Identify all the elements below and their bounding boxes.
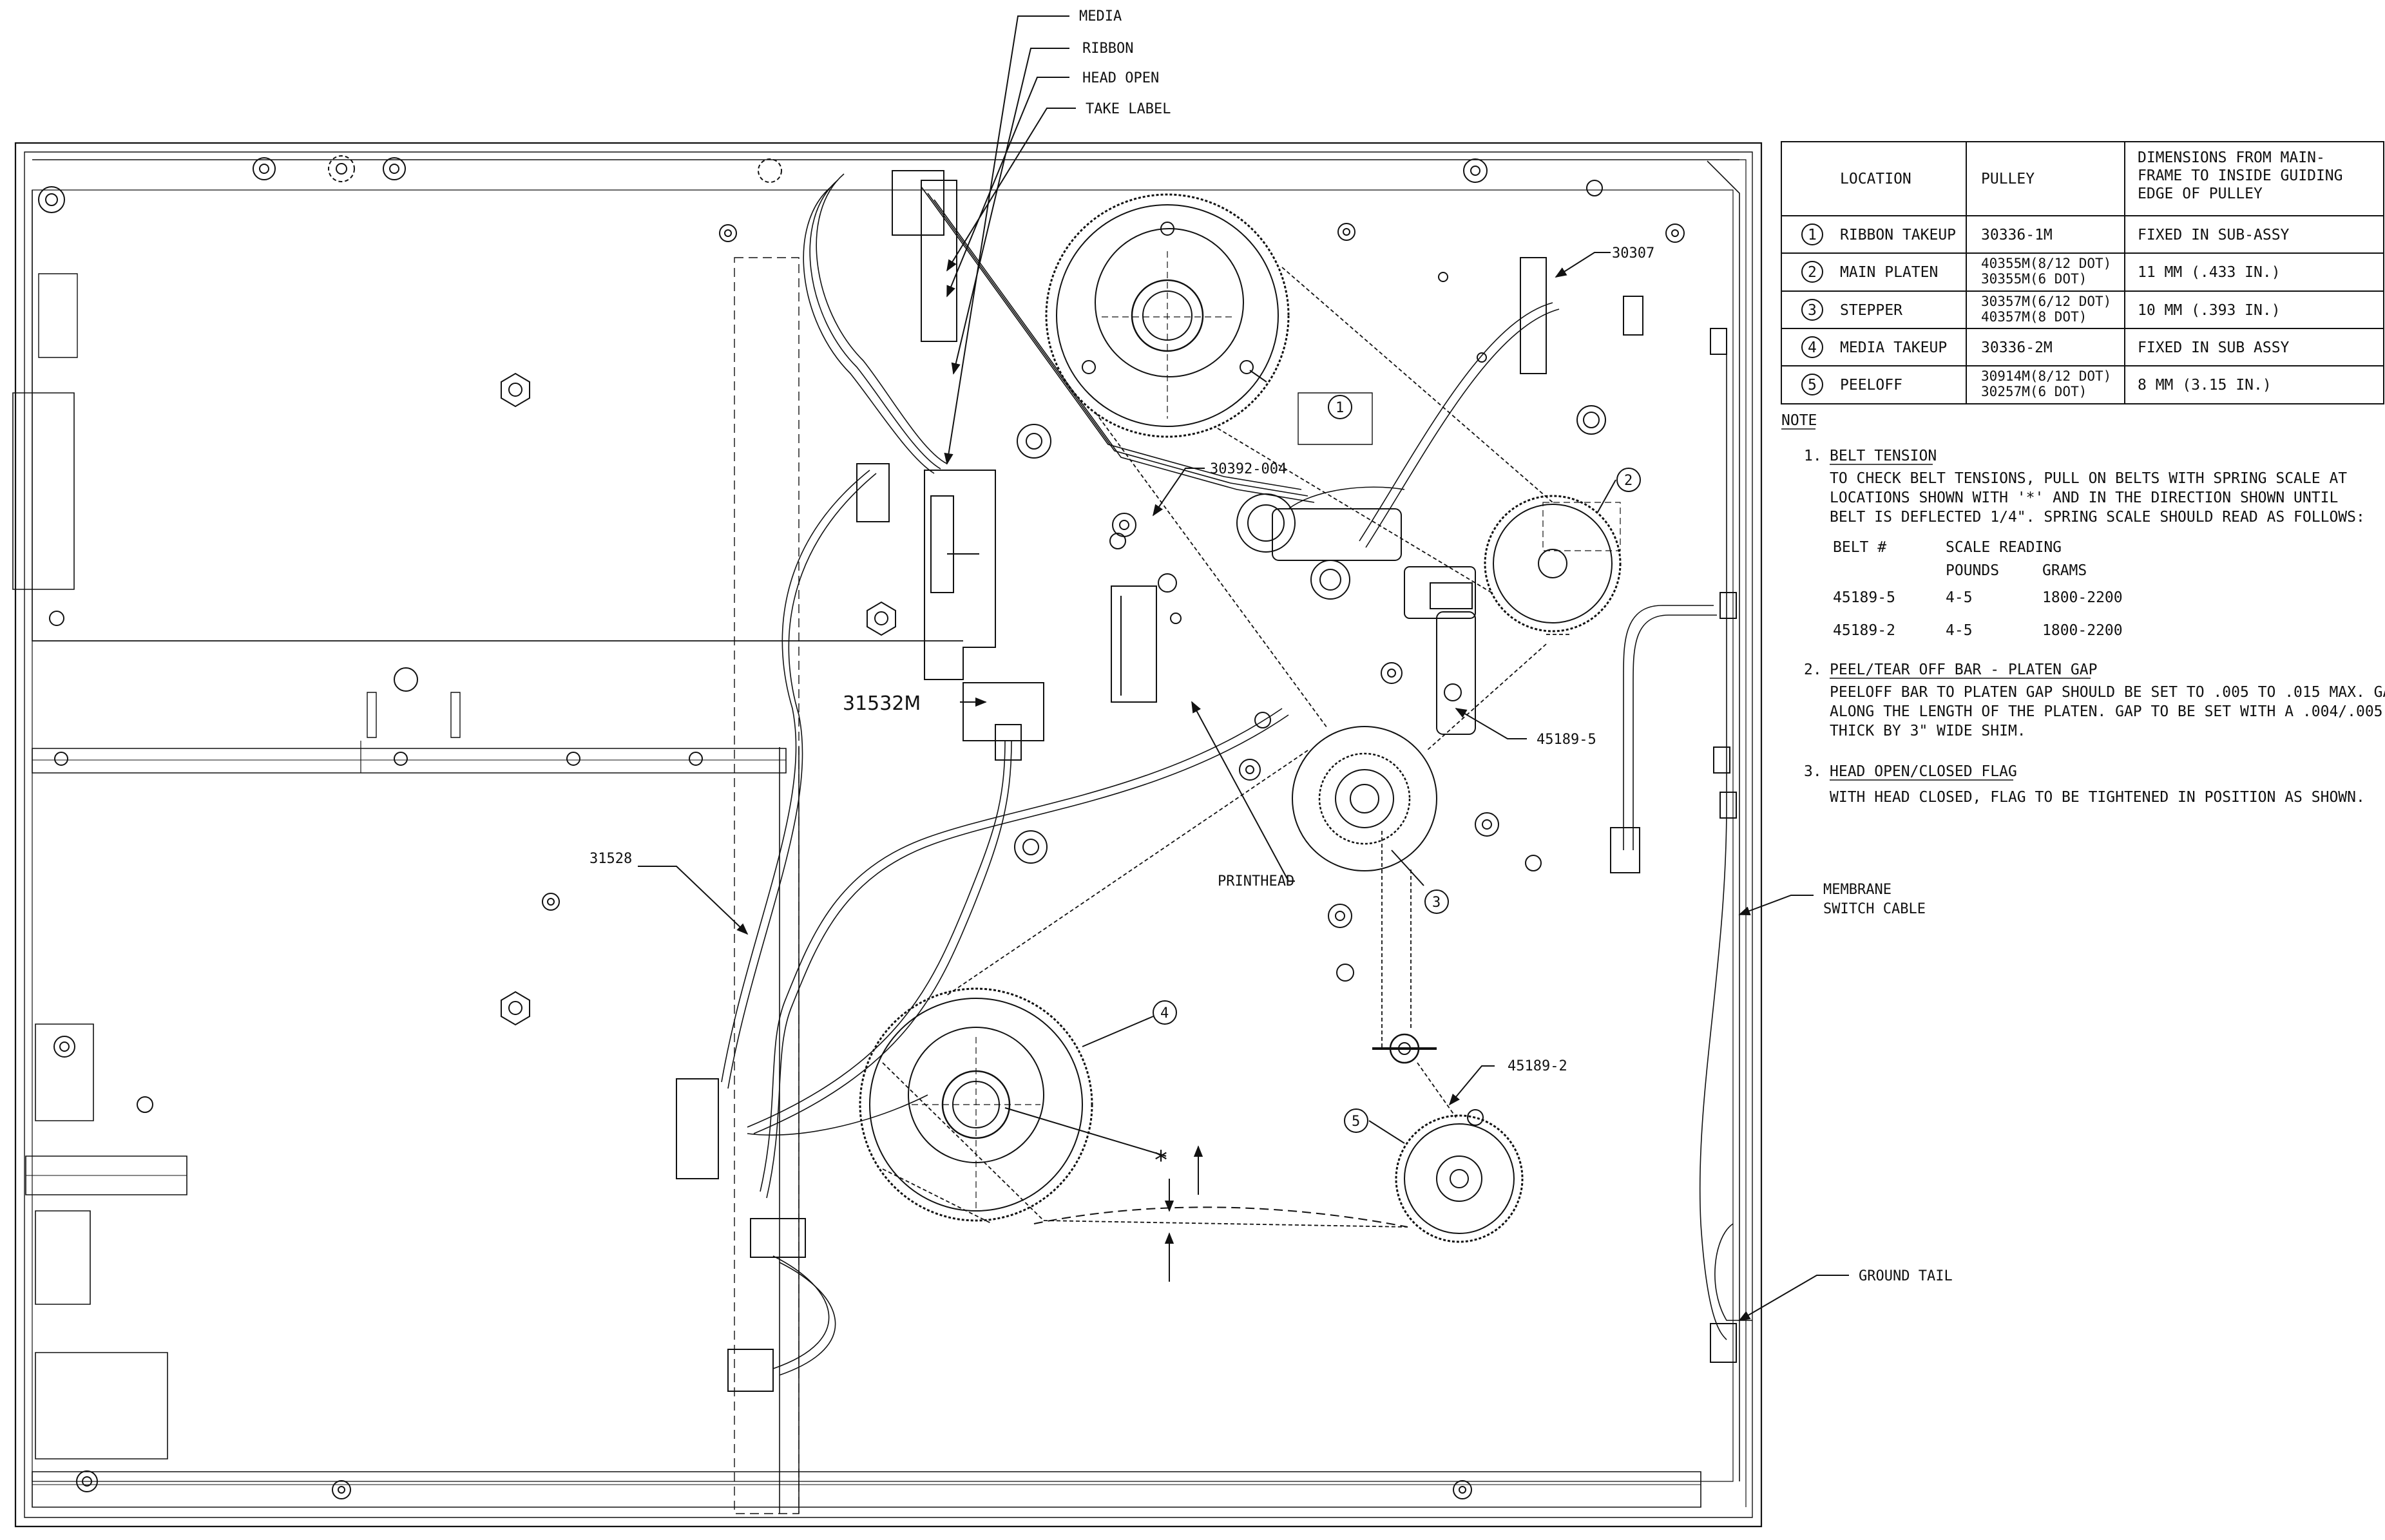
note-1-line: LOCATIONS SHOWN WITH '*' AND IN THE DIRE… xyxy=(1830,490,2338,506)
svg-text:30355M(6 DOT): 30355M(6 DOT) xyxy=(1981,271,2087,287)
table-row: 2 MAIN PLATEN 40355M(8/12 DOT) 30355M(6 … xyxy=(1802,256,2281,287)
svg-text:RIBBON TAKEUP: RIBBON TAKEUP xyxy=(1840,227,1956,243)
svg-text:MEDIA TAKEUP: MEDIA TAKEUP xyxy=(1840,339,1947,356)
table-header-location: LOCATION xyxy=(1840,171,1911,187)
svg-text:POUNDS: POUNDS xyxy=(1946,562,1999,579)
notes-heading: NOTE xyxy=(1781,412,1817,429)
label-30307: 30307 xyxy=(1612,245,1654,261)
svg-text:10 MM (.393 IN.): 10 MM (.393 IN.) xyxy=(2138,302,2281,319)
table-header-dim-3: EDGE OF PULLEY xyxy=(2138,185,2263,202)
svg-text:4-5: 4-5 xyxy=(1946,589,1973,606)
svg-text:5: 5 xyxy=(1808,377,1817,394)
note-1-title: BELT TENSION xyxy=(1830,448,1937,464)
label-45189-5: 45189-5 xyxy=(1537,732,1596,748)
svg-text:4: 4 xyxy=(1160,1005,1169,1022)
svg-text:3: 3 xyxy=(1808,302,1817,319)
label-45189-2: 45189-2 xyxy=(1508,1058,1567,1074)
svg-text:45189-5: 45189-5 xyxy=(1833,589,1895,606)
svg-text:PEELOFF: PEELOFF xyxy=(1840,377,1902,394)
callout-1: 1 xyxy=(1328,395,1352,419)
svg-text:1800-2200: 1800-2200 xyxy=(2042,622,2123,639)
note-2-title: PEEL/TEAR OFF BAR - PLATEN GAP xyxy=(1830,661,2097,678)
svg-text:11 MM (.433 IN.): 11 MM (.433 IN.) xyxy=(2138,264,2281,281)
sensor-labels: MEDIA RIBBON HEAD OPEN TAKE LABEL xyxy=(1079,8,1171,117)
svg-text:3: 3 xyxy=(1432,895,1441,911)
label-31532m: 31532M xyxy=(843,692,921,715)
table-row: 4 MEDIA TAKEUP 30336-2M FIXED IN SUB ASS… xyxy=(1802,337,2290,357)
svg-text:30357M(6/12 DOT): 30357M(6/12 DOT) xyxy=(1981,294,2111,309)
belt-tension-table: BELT # SCALE READING POUNDS GRAMS 45189-… xyxy=(1833,539,2123,639)
note-2-line: PEELOFF BAR TO PLATEN GAP SHOULD BE SET … xyxy=(1830,684,2385,701)
note-3-line: WITH HEAD CLOSED, FLAG TO BE TIGHTENED I… xyxy=(1830,789,2365,806)
svg-text:1: 1 xyxy=(1808,227,1817,243)
note-2-line: ALONG THE LENGTH OF THE PLATEN. GAP TO B… xyxy=(1830,703,2383,720)
svg-text:1800-2200: 1800-2200 xyxy=(2042,589,2123,606)
part-labels: 30307 30392-004 31532M 31528 PRINTHEAD 4… xyxy=(589,245,1953,1284)
table-header-dim-1: DIMENSIONS FROM MAIN- xyxy=(2138,149,2325,166)
note-3-number: 3. xyxy=(1804,763,1822,780)
label-take-label: TAKE LABEL xyxy=(1086,101,1171,117)
note-2-number: 2. xyxy=(1804,661,1822,678)
brackets xyxy=(676,171,1736,1391)
svg-text:40357M(8 DOT): 40357M(8 DOT) xyxy=(1981,309,2087,325)
svg-text:30336-2M: 30336-2M xyxy=(1981,339,2053,356)
note-2-line: THICK BY 3" WIDE SHIM. xyxy=(1830,723,2026,739)
cables xyxy=(722,174,1752,1375)
notes: NOTE 1. BELT TENSION TO CHECK BELT TENSI… xyxy=(1781,412,2385,806)
note-1-line: BELT IS DEFLECTED 1/4". SPRING SCALE SHO… xyxy=(1830,509,2365,526)
svg-text:STEPPER: STEPPER xyxy=(1840,302,1902,319)
note-3-title: HEAD OPEN/CLOSED FLAG xyxy=(1830,763,2017,780)
svg-text:2: 2 xyxy=(1624,473,1633,489)
note-1-number: 1. xyxy=(1804,448,1822,464)
pulleys xyxy=(860,195,1620,1242)
svg-text:45189-2: 45189-2 xyxy=(1833,622,1895,639)
leaders xyxy=(638,16,1849,1321)
svg-text:4-5: 4-5 xyxy=(1946,622,1973,639)
tension-star: * xyxy=(1153,1146,1169,1175)
screws xyxy=(39,156,1684,1499)
svg-text:FIXED IN SUB-ASSY: FIXED IN SUB-ASSY xyxy=(2138,227,2290,243)
table-row: 5 PEELOFF 30914M(8/12 DOT) 30257M(6 DOT)… xyxy=(1802,368,2272,399)
svg-text:40355M(8/12 DOT): 40355M(8/12 DOT) xyxy=(1981,256,2111,271)
callouts: 1 2 3 4 5 xyxy=(1153,395,1640,1132)
label-ribbon: RIBBON xyxy=(1082,41,1133,57)
table-header-dim-2: FRAME TO INSIDE GUIDING xyxy=(2138,167,2343,184)
callout-5: 5 xyxy=(1345,1109,1368,1132)
label-31528: 31528 xyxy=(589,851,632,867)
svg-text:FIXED IN SUB ASSY: FIXED IN SUB ASSY xyxy=(2138,339,2290,356)
svg-text:30257M(6 DOT): 30257M(6 DOT) xyxy=(1981,384,2087,399)
belts xyxy=(883,267,1572,1227)
main-frame xyxy=(13,143,1761,1526)
svg-text:BELT #: BELT # xyxy=(1833,539,1886,556)
label-printhead: PRINTHEAD xyxy=(1218,873,1294,889)
svg-text:1: 1 xyxy=(1336,400,1344,416)
svg-text:5: 5 xyxy=(1352,1114,1360,1130)
label-30392-004: 30392-004 xyxy=(1210,461,1287,477)
label-membrane: MEMBRANE xyxy=(1823,882,1892,898)
note-1-line: TO CHECK BELT TENSIONS, PULL ON BELTS WI… xyxy=(1830,470,2347,487)
callout-3: 3 xyxy=(1425,890,1448,913)
callout-2: 2 xyxy=(1617,468,1640,491)
svg-text:2: 2 xyxy=(1808,264,1817,281)
table-header-pulley: PULLEY xyxy=(1981,171,2035,187)
svg-text:SCALE READING: SCALE READING xyxy=(1946,539,2062,556)
label-ground-tail: GROUND TAIL xyxy=(1859,1268,1953,1284)
pulley-table: LOCATION PULLEY DIMENSIONS FROM MAIN- FR… xyxy=(1781,142,2384,404)
label-switch-cable: SWITCH CABLE xyxy=(1823,901,1926,917)
label-head-open: HEAD OPEN xyxy=(1082,70,1159,86)
label-media: MEDIA xyxy=(1079,8,1122,24)
svg-text:8 MM (3.15 IN.): 8 MM (3.15 IN.) xyxy=(2138,377,2272,394)
svg-text:GRAMS: GRAMS xyxy=(2042,562,2087,579)
callout-4: 4 xyxy=(1153,1001,1176,1024)
svg-text:4: 4 xyxy=(1808,339,1817,356)
svg-text:30336-1M: 30336-1M xyxy=(1981,227,2053,243)
table-row: 3 STEPPER 30357M(6/12 DOT) 40357M(8 DOT)… xyxy=(1802,294,2281,325)
svg-text:MAIN PLATEN: MAIN PLATEN xyxy=(1840,264,1938,281)
svg-text:30914M(8/12 DOT): 30914M(8/12 DOT) xyxy=(1981,368,2111,384)
table-row: 1 RIBBON TAKEUP 30336-1M FIXED IN SUB-AS… xyxy=(1802,224,2290,245)
